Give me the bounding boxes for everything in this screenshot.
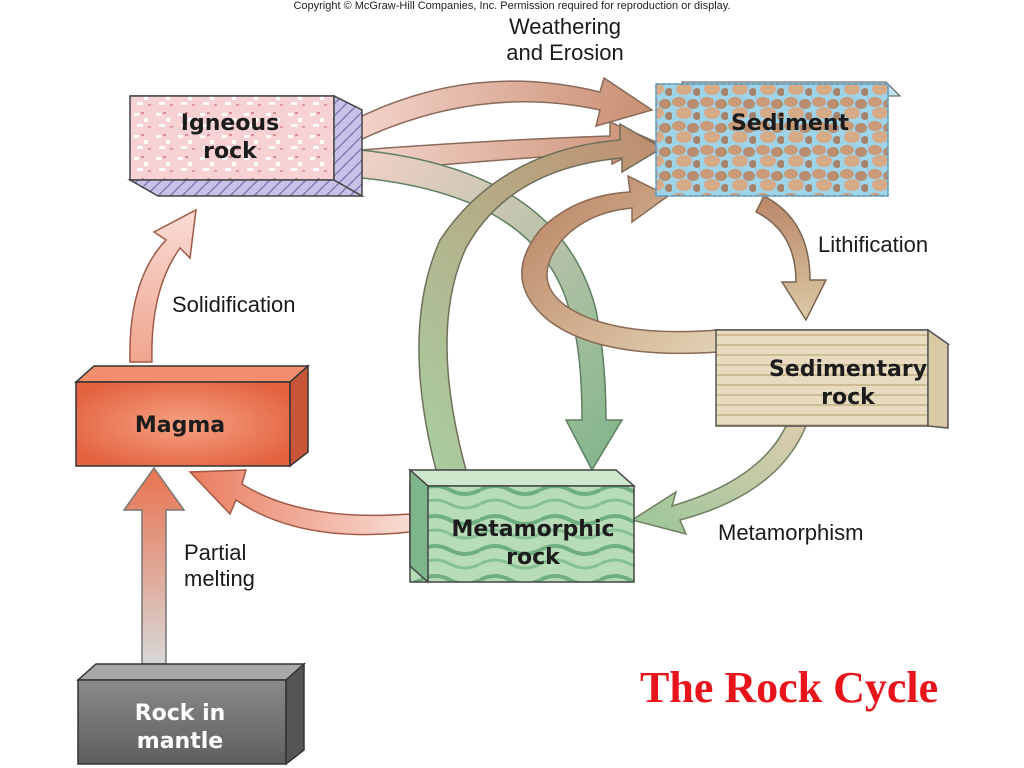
label-weathering-erosion: Weathering and Erosion xyxy=(470,14,660,66)
sediment-label: Sediment xyxy=(730,111,850,136)
label-lithification: Lithification xyxy=(818,232,929,257)
rock-in-mantle-block xyxy=(76,662,306,766)
magma-label: Magma xyxy=(134,413,226,438)
label-weathering-line1: Weathering and Erosion xyxy=(506,14,624,65)
sedimentary-rock-label: Sedimentary rock xyxy=(768,357,928,410)
igneous-rock-block xyxy=(127,94,365,198)
label-metamorphism: Metamorphism xyxy=(718,520,864,545)
copyright-notice: Copyright © McGraw-Hill Companies, Inc. … xyxy=(293,0,731,12)
arrow-metamorphic-to-magma xyxy=(188,469,411,536)
igneous-rock-label: Igneous rock xyxy=(180,111,280,164)
magma-block xyxy=(74,364,310,468)
metamorphic-rock-block xyxy=(408,468,636,584)
arrow-lithification xyxy=(754,194,828,322)
sediment-block xyxy=(655,81,902,197)
arrow-sedimentary-to-sediment xyxy=(521,174,719,355)
arrow-partial-melting xyxy=(122,466,186,665)
arrow-solidification xyxy=(129,208,197,363)
metamorphic-rock-label: Metamorphic rock xyxy=(451,517,615,570)
arrow-weathering xyxy=(348,76,654,141)
label-partial-melting: Partial melting xyxy=(184,540,255,591)
slide-title: The Rock Cycle xyxy=(640,663,939,712)
sedimentary-rock-block xyxy=(713,328,951,429)
rock-in-mantle-label: Rock in mantle xyxy=(134,701,226,754)
label-solidification: Solidification xyxy=(172,292,296,317)
arrow-metamorphism xyxy=(630,425,808,536)
